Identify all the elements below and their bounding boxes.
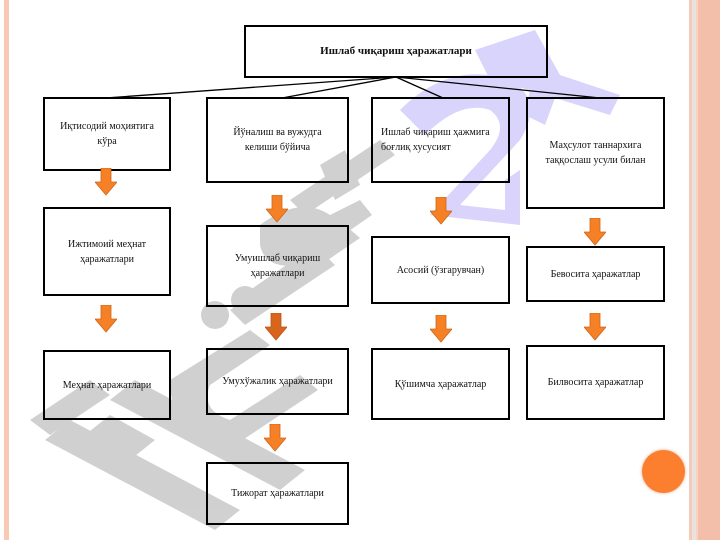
decorative-orange-circle bbox=[642, 450, 685, 493]
down-arrow-icon bbox=[265, 313, 287, 341]
right-decorative-band bbox=[696, 0, 698, 540]
category-label: Иқтисодий моҳиятига кўра bbox=[60, 121, 154, 147]
subitem-box: Бевосита ҳаражатлар bbox=[526, 246, 665, 302]
subitem-label: Меҳнат ҳаражатлари bbox=[62, 379, 152, 391]
right-decorative-band bbox=[689, 0, 692, 540]
subitem-box: Асосий (ўзгарувчан) bbox=[371, 236, 510, 304]
subitem-label: Ижтимоий меҳнат ҳаражатлари bbox=[67, 238, 147, 265]
diagram-title-box: Ишлаб чиқариш ҳаражатлари bbox=[244, 25, 548, 78]
subitem-box: Қўшимча ҳаражатлар bbox=[371, 348, 510, 420]
subitem-label: Қўшимча ҳаражатлар bbox=[394, 378, 487, 390]
right-decorative-band bbox=[692, 0, 696, 540]
diagram-title: Ишлаб чиқариш ҳаражатлари bbox=[320, 45, 472, 57]
category-label: Йўналиш ва вужудга келиши бўйича bbox=[233, 127, 322, 153]
down-arrow-icon bbox=[584, 313, 606, 341]
subitem-box: Умухўжалик ҳаражатлари bbox=[206, 348, 349, 415]
subitem-label: Тижорат ҳаражатлари bbox=[231, 488, 324, 499]
category-box-volume: Ишлаб чиқариш ҳажмига боғлиқ хусусият bbox=[371, 97, 510, 183]
subitem-box: Меҳнат ҳаражатлари bbox=[43, 350, 171, 420]
down-arrow-icon bbox=[266, 195, 288, 223]
down-arrow-icon bbox=[95, 305, 117, 333]
right-decorative-band bbox=[698, 0, 720, 540]
down-arrow-icon bbox=[95, 168, 117, 196]
subitem-label: Умуишлаб чиқариш ҳаражатлари bbox=[234, 253, 321, 279]
connector-line bbox=[104, 76, 397, 99]
subitem-label: Бевосита ҳаражатлар bbox=[550, 268, 641, 280]
connector-line bbox=[395, 76, 601, 99]
down-arrow-icon bbox=[264, 424, 286, 452]
category-label: Маҳсулот таннархига таққослаш усули била… bbox=[545, 140, 646, 166]
down-arrow-icon bbox=[430, 197, 452, 225]
category-box-cost-comparison: Маҳсулот таннархига таққослаш усули била… bbox=[526, 97, 665, 209]
subitem-box: Билвосита ҳаражатлар bbox=[526, 345, 665, 420]
subitem-label: Асосий (ўзгарувчан) bbox=[396, 264, 485, 276]
subitem-box: Тижорат ҳаражатлари bbox=[206, 462, 349, 525]
subitem-box: Умуишлаб чиқариш ҳаражатлари bbox=[206, 225, 349, 307]
down-arrow-icon bbox=[430, 315, 452, 343]
category-box-economic: Иқтисодий моҳиятига кўра bbox=[43, 97, 171, 171]
subitem-label: Умухўжалик ҳаражатлари bbox=[222, 376, 333, 387]
connector-line bbox=[281, 76, 397, 99]
category-label: Ишлаб чиқариш ҳажмига боғлиқ хусусият bbox=[381, 127, 490, 153]
subitem-label: Билвосита ҳаражатлар bbox=[547, 377, 644, 388]
category-box-direction: Йўналиш ва вужудга келиши бўйича bbox=[206, 97, 349, 183]
down-arrow-icon bbox=[584, 218, 606, 246]
subitem-box: Ижтимоий меҳнат ҳаражатлари bbox=[43, 207, 171, 296]
connector-line bbox=[395, 76, 444, 99]
left-decorative-stripe bbox=[4, 0, 9, 540]
